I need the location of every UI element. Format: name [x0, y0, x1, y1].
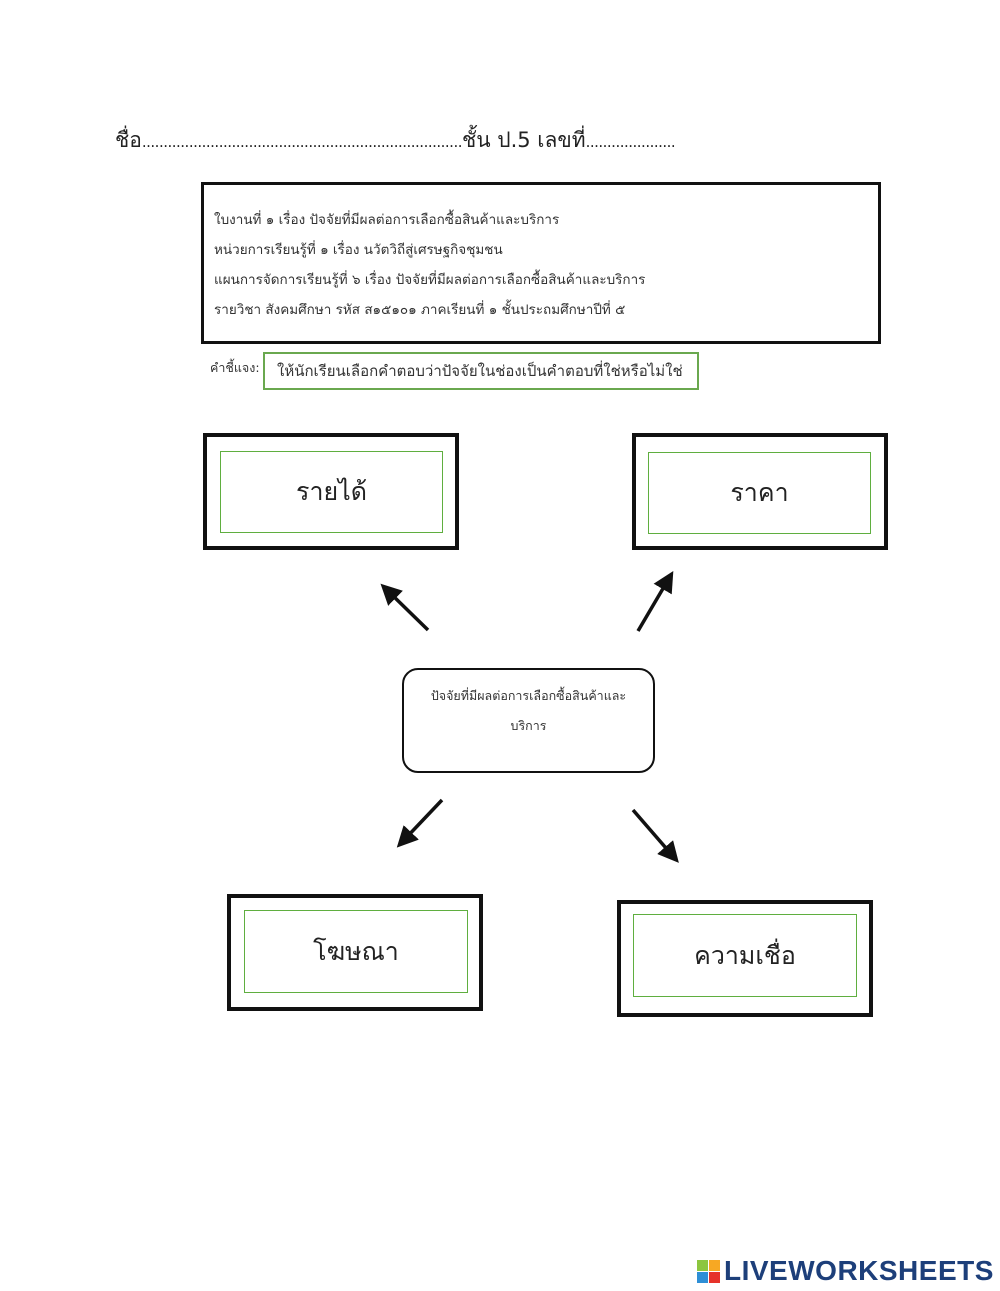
- liveworksheets-logo: LIVEWORKSHEETS: [697, 1255, 994, 1287]
- answer-field-belief[interactable]: ความเชื่อ: [633, 914, 857, 997]
- answer-field-advertising[interactable]: โฆษณา: [244, 910, 468, 993]
- worksheet-info-box: ใบงานที่ ๑ เรื่อง ปัจจัยที่มีผลต่อการเลื…: [201, 182, 881, 344]
- student-info-line: ชื่อ....................................…: [115, 124, 676, 157]
- central-topic-line: บริการ: [510, 718, 547, 733]
- arrow-to-price: [636, 570, 674, 632]
- arrow-to-belief: [631, 808, 679, 863]
- answer-field-price[interactable]: ราคา: [648, 452, 871, 534]
- name-label: ชื่อ: [115, 128, 142, 152]
- answer-field-income[interactable]: รายได้: [220, 451, 443, 533]
- factor-box-price: [632, 433, 888, 550]
- logo-wordmark: LIVEWORKSHEETS: [724, 1255, 994, 1286]
- factor-box-belief: [617, 900, 873, 1017]
- instruction-label: คำชี้แจง:: [210, 360, 260, 375]
- info-line: ใบงานที่ ๑ เรื่อง ปัจจัยที่มีผลต่อการเลื…: [214, 212, 560, 228]
- number-blank: .....................: [585, 133, 676, 151]
- arrow-to-advertising: [396, 798, 444, 848]
- logo-tile: [697, 1259, 708, 1271]
- factor-box-advertising: [227, 894, 483, 1011]
- central-topic-line: ปัจจัยที่มีผลต่อการเลือกซื้อสินค้าและ: [430, 688, 627, 703]
- factor-box-income: [203, 433, 459, 550]
- name-blank: ........................................…: [141, 133, 463, 151]
- logo-tile: [697, 1271, 708, 1283]
- logo-tiles: [697, 1259, 720, 1283]
- info-line: แผนการจัดการเรียนรู้ที่ ๖ เรื่อง ปัจจัยท…: [214, 272, 646, 288]
- info-line: หน่วยการเรียนรู้ที่ ๑ เรื่อง นวัตวิถีสู่…: [214, 242, 503, 258]
- central-topic: ปัจจัยที่มีผลต่อการเลือกซื้อสินค้าและ บร…: [402, 668, 655, 773]
- instruction-text: ให้นักเรียนเลือกคำตอบว่าปัจจัยในช่องเป็น…: [263, 352, 699, 390]
- logo-tile: [709, 1271, 720, 1283]
- arrow-to-income: [380, 583, 430, 632]
- info-line: รายวิชา สังคมศึกษา รหัส ส๑๕๑๐๑ ภาคเรียนท…: [214, 302, 626, 318]
- logo-tile: [709, 1259, 720, 1271]
- class-label: ชั้น ป.5 เลขที่: [461, 128, 586, 152]
